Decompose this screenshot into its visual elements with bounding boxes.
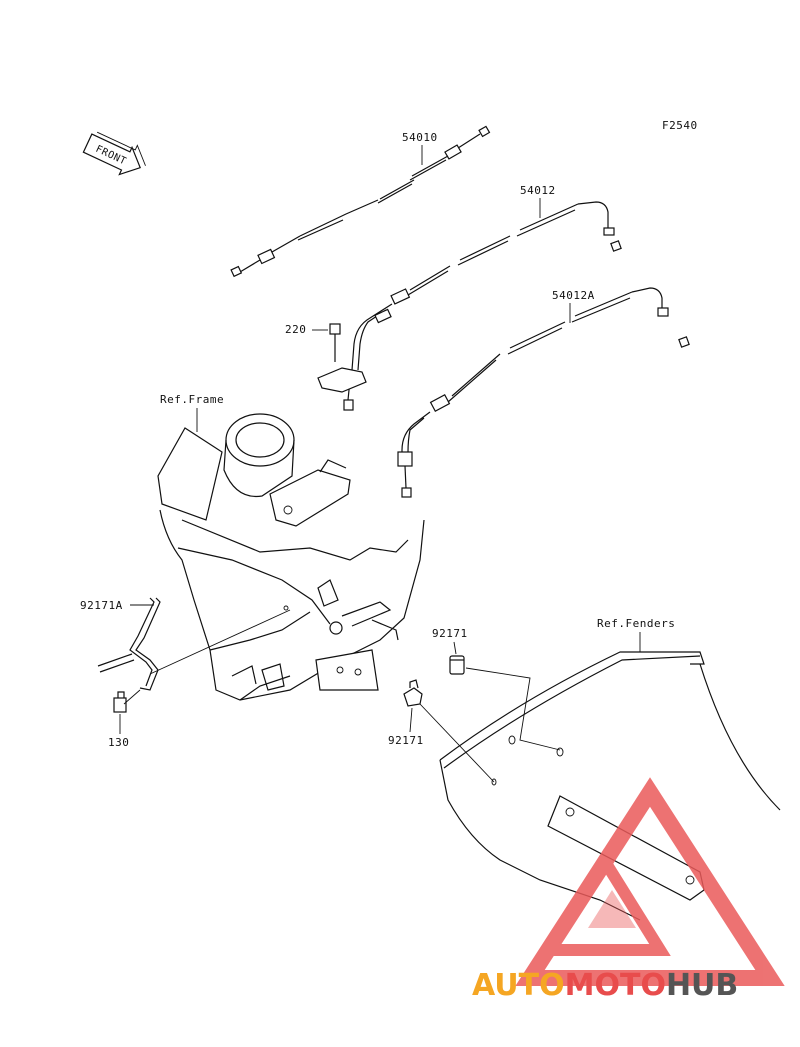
label-ref-frame: Ref.Frame — [160, 393, 224, 406]
clip-92171-top — [449, 655, 561, 751]
watermark-triangle-icon — [515, 777, 785, 986]
cable-54012A — [397, 287, 690, 498]
label-54012A: 54012A — [552, 289, 595, 302]
clip-92171-bottom — [403, 679, 495, 783]
cable-54012 — [343, 201, 622, 411]
watermark-moto: MOTO — [565, 968, 666, 1003]
svg-text:AUTOMOTOHUB: AUTOMOTOHUB — [472, 968, 738, 1003]
label-130: 130 — [108, 736, 129, 749]
clamp-92171A — [97, 597, 291, 713]
label-92171-bottom: 92171 — [388, 734, 424, 747]
watermark-auto: AUTO — [472, 968, 565, 1003]
cable-54010 — [230, 125, 491, 278]
frame-outline: Ref.Frame — [157, 393, 425, 701]
bracket-220 — [317, 323, 367, 393]
watermark-hub: HUB — [666, 968, 738, 1003]
watermark-logo: AUTOMOTOHUB — [472, 777, 785, 1003]
fender-outline: Ref.Fenders — [439, 617, 781, 921]
label-54010: 54010 — [402, 131, 438, 144]
front-arrow-icon: FRONT — [82, 131, 146, 176]
label-54012: 54012 — [520, 184, 556, 197]
label-ref-fenders: Ref.Fenders — [597, 617, 675, 630]
label-220: 220 — [285, 323, 306, 336]
label-92171A: 92171A — [80, 599, 123, 612]
diagram-code: F2540 — [662, 119, 698, 132]
label-92171-top: 92171 — [432, 627, 468, 640]
